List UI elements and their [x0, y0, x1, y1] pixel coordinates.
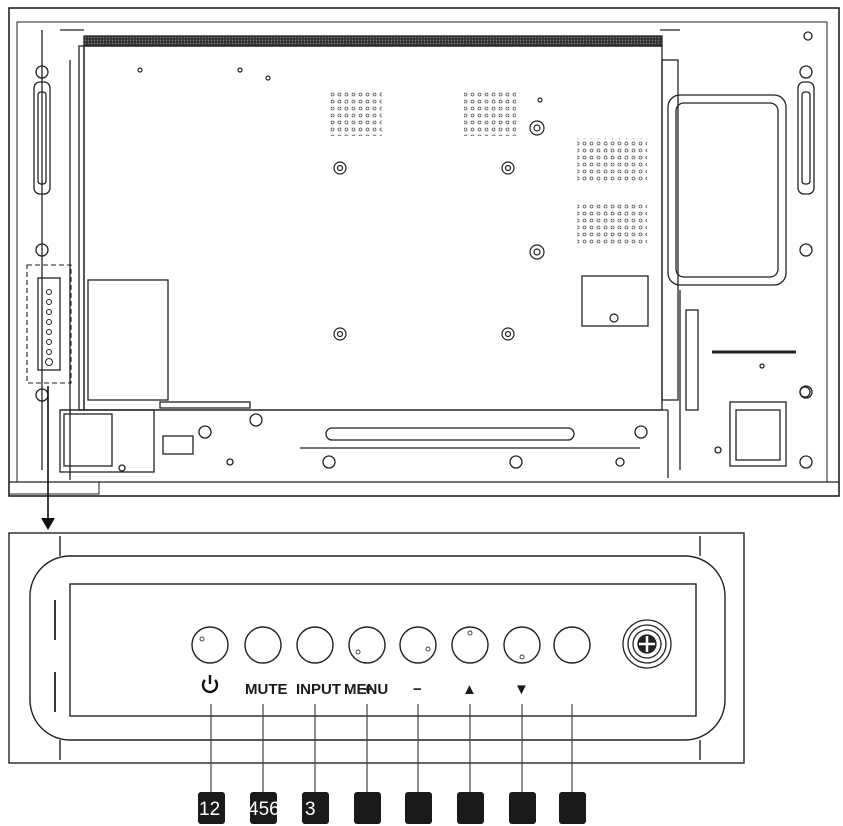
- label-down: ▼: [514, 681, 529, 698]
- button-down[interactable]: [503, 626, 541, 664]
- label-mute: MUTE: [245, 681, 288, 698]
- callout-boxes: [198, 792, 586, 824]
- button-menu[interactable]: [348, 626, 386, 664]
- callout-label-1: 12: [199, 799, 220, 820]
- callout-lines: [210, 704, 573, 792]
- callout-label-3: 3: [305, 799, 316, 820]
- label-menu: MENU: [344, 681, 388, 698]
- button-power[interactable]: [191, 626, 229, 664]
- callout-label-2: 456: [248, 799, 280, 820]
- button-mute[interactable]: [244, 626, 282, 664]
- button-ok[interactable]: [553, 626, 591, 664]
- button-minus[interactable]: [399, 626, 437, 664]
- label-minus: −: [413, 681, 422, 698]
- label-up: ▲: [462, 681, 477, 698]
- button-up[interactable]: [451, 626, 489, 664]
- label-plus: +: [363, 681, 372, 698]
- button-input[interactable]: [296, 626, 334, 664]
- power-icon: [201, 675, 219, 694]
- zoom-arrow: [41, 386, 55, 530]
- control-panel-enlarged: [8, 532, 745, 764]
- label-input: INPUT: [296, 681, 341, 698]
- joystick-sensor: [622, 619, 672, 669]
- monitor-rear: [8, 7, 840, 497]
